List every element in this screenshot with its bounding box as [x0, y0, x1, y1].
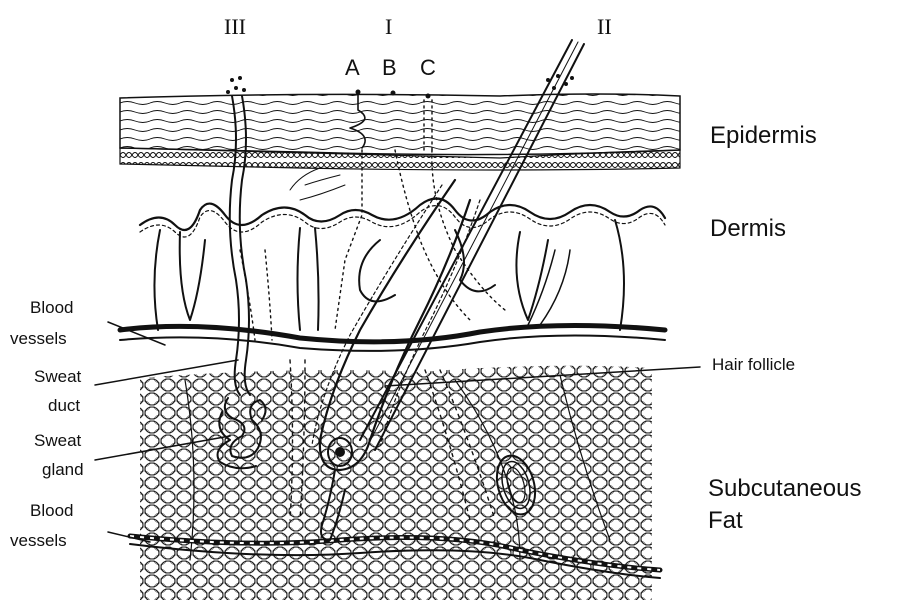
blood-vessels-top-label-line2: vessels: [10, 329, 67, 348]
route-i-label: I: [385, 14, 392, 39]
route-ii-label: II: [597, 14, 612, 39]
route-b-label: B: [382, 55, 397, 80]
route-iii-label: III: [224, 14, 246, 39]
epidermis-layer: [120, 74, 680, 170]
epidermis-label: Epidermis: [710, 122, 817, 149]
subcutaneous-fat-layer: [140, 366, 652, 600]
blood-vessels-top-label-line1: Blood: [30, 298, 73, 317]
route-c-label: C: [420, 55, 436, 80]
blood-vessels-bottom-label-line1: Blood: [30, 501, 73, 520]
sweat-duct-label-line1: Sweat: [34, 367, 82, 386]
route-a-label: A: [345, 55, 360, 80]
sweat-duct-label-line2: duct: [48, 396, 80, 415]
sweat-gland-label-line1: Sweat: [34, 431, 82, 450]
hair-follicle-label: Hair follicle: [712, 355, 795, 374]
blood-vessels-bottom-label-line2: vessels: [10, 531, 67, 550]
sweat-gland-label-line2: gland: [42, 460, 84, 479]
dermis-label: Dermis: [710, 215, 786, 242]
fat-label: Fat: [708, 507, 743, 534]
subcutaneous-label: Subcutaneous: [708, 475, 861, 502]
